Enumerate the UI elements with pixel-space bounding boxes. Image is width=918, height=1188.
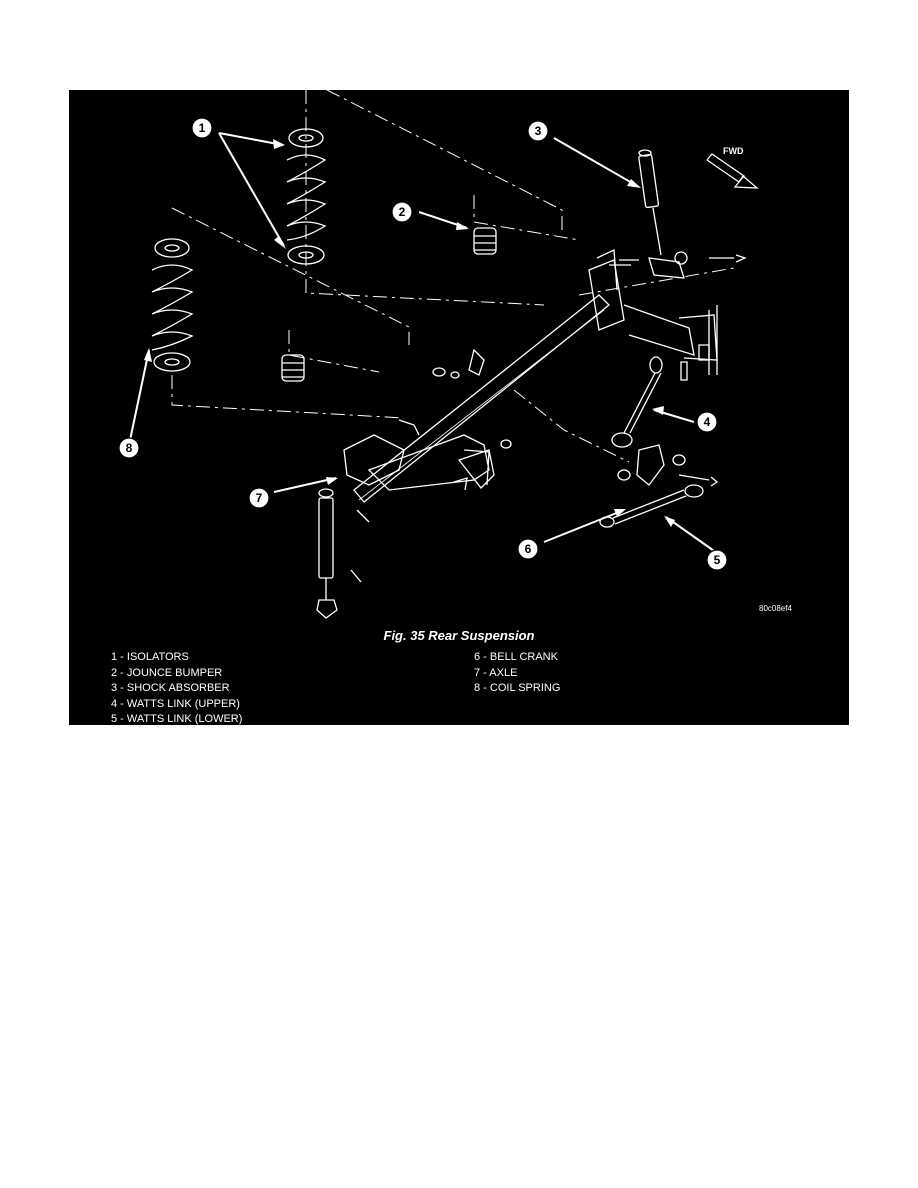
legend-item: 5 - WATTS LINK (LOWER) [111, 713, 243, 725]
callout-arrowheads [144, 139, 675, 527]
callout-numbers: 1 2 3 4 5 6 7 8 [126, 121, 721, 567]
legend-right: 6 - BELL CRANK 7 - AXLE 8 - COIL SPRING [474, 650, 560, 697]
legend-item: 6 - BELL CRANK [474, 651, 558, 663]
callout-1-label: 1 [199, 121, 206, 135]
callout-circles [118, 117, 728, 571]
callout-5 [706, 549, 728, 571]
callout-7-label: 7 [256, 491, 263, 505]
shock-absorber-right [638, 149, 747, 265]
callout-2 [391, 201, 413, 223]
legend-item: 2 - JOUNCE BUMPER [111, 666, 223, 679]
suspension-illustration: 1 2 3 4 5 6 7 8 FWD [118, 90, 759, 619]
coil-spring-upper [286, 128, 327, 265]
jounce-bumper [281, 227, 497, 382]
watts-link-lower [599, 484, 704, 528]
callout-3-label: 3 [535, 124, 542, 138]
figure-code: 80c08ef4 [759, 604, 792, 613]
callout-arrows [128, 132, 718, 554]
callout-5-label: 5 [714, 553, 721, 567]
fwd-label: FWD [723, 146, 744, 156]
watts-link-upper [611, 356, 663, 448]
legend-item: 3 - SHOCK ABSORBER [111, 682, 230, 694]
callout-4 [696, 411, 718, 433]
legend-item: 1 - ISOLATORS [111, 651, 189, 663]
shock-absorber-left [316, 488, 370, 619]
callout-8 [118, 437, 140, 459]
leader-lines [171, 90, 735, 463]
rear-suspension-figure: 1 2 3 4 5 6 7 8 FWD 80c08ef4 Fig. 35 Rea… [69, 90, 849, 725]
callout-4-label: 4 [704, 415, 711, 429]
legend-item: 4 - WATTS LINK (UPPER) [111, 697, 240, 710]
figure-caption: Fig. 35 Rear Suspension [383, 628, 535, 643]
callout-6 [517, 538, 539, 560]
fwd-arrow [706, 153, 759, 189]
coil-spring-lower [151, 238, 194, 372]
callout-3 [527, 120, 549, 142]
callout-8-label: 8 [126, 441, 133, 455]
callout-1 [191, 117, 213, 139]
legend-item: 8 - COIL SPRING [474, 682, 561, 694]
callout-6-label: 6 [525, 542, 532, 556]
legend-item: 7 - AXLE [474, 666, 518, 679]
bell-crank [617, 444, 719, 487]
legend-left: 1 - ISOLATORS 2 - JOUNCE BUMPER 3 - SHOC… [111, 650, 242, 728]
callout-2-label: 2 [399, 205, 406, 219]
axle-beam [343, 249, 718, 503]
callout-7 [248, 487, 270, 509]
